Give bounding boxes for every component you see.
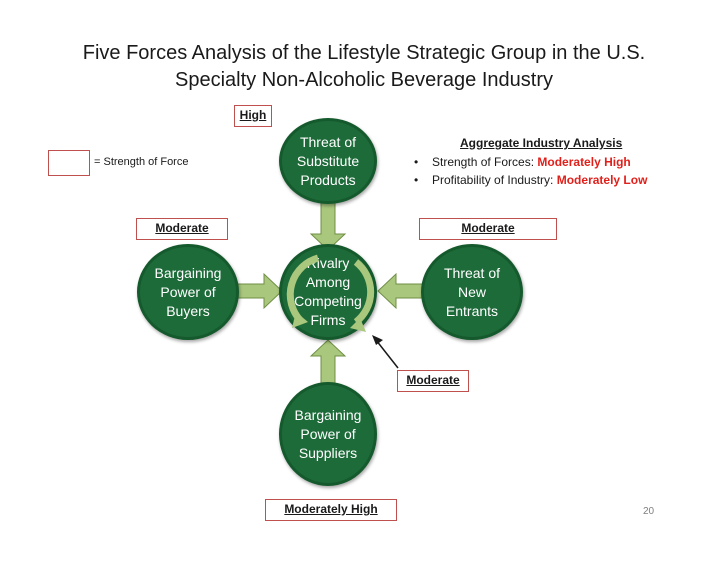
- strength-tag-suppliers: Moderately High: [265, 499, 397, 521]
- aggregate-item-strength: •Strength of Forces: Moderately High: [414, 155, 631, 169]
- aggregate-item-profitability: •Profitability of Industry: Moderately L…: [414, 173, 648, 187]
- strength-tag-rivalry: Moderate: [397, 370, 469, 392]
- strength-tag-entrants: Moderate: [419, 218, 557, 240]
- cycle-arrow-left: [286, 254, 320, 323]
- legend-swatch: [48, 150, 90, 176]
- pointer-arrow-rivalry: [375, 339, 399, 369]
- strength-tag-substitutes: High: [234, 105, 272, 127]
- node-supplier-power: Bargaining Power of Suppliers: [279, 382, 377, 486]
- node-entrants-label: Threat of New Entrants: [443, 264, 501, 319]
- aggregate-title: Aggregate Industry Analysis: [460, 136, 623, 150]
- node-substitutes-label: Threat of Substitute Products: [296, 133, 360, 188]
- arrow-buyers-to-rivalry: [237, 272, 283, 310]
- node-suppliers-label: Bargaining Power of Suppliers: [294, 406, 362, 461]
- node-rivalry-label: Rivalry Among Competing Firms: [294, 255, 362, 328]
- cycle-arrow-right: [353, 259, 375, 325]
- slide-title: Five Forces Analysis of the Lifestyle St…: [60, 40, 668, 94]
- arrow-entrants-to-rivalry: [377, 272, 423, 310]
- node-buyer-power: Bargaining Power of Buyers: [137, 244, 239, 340]
- node-threat-of-new-entrants: Threat of New Entrants: [421, 244, 523, 340]
- title-line-1: Five Forces Analysis of the Lifestyle St…: [82, 42, 646, 64]
- node-threat-of-substitutes: Threat of Substitute Products: [279, 118, 377, 204]
- pointer-arrowhead: [372, 335, 383, 345]
- legend-label: = Strength of Force: [94, 156, 189, 168]
- node-buyers-label: Bargaining Power of Buyers: [154, 264, 222, 319]
- title-line-2: Specialty Non-Alcoholic Beverage Industr…: [175, 69, 553, 91]
- cycle-arrowhead-left: [292, 312, 308, 328]
- page-number: 20: [643, 506, 655, 517]
- cycle-arrowhead-right: [350, 318, 366, 332]
- strength-tag-buyers: Moderate: [136, 218, 228, 240]
- aggregate-list: •Strength of Forces: Moderately High •Pr…: [414, 153, 647, 189]
